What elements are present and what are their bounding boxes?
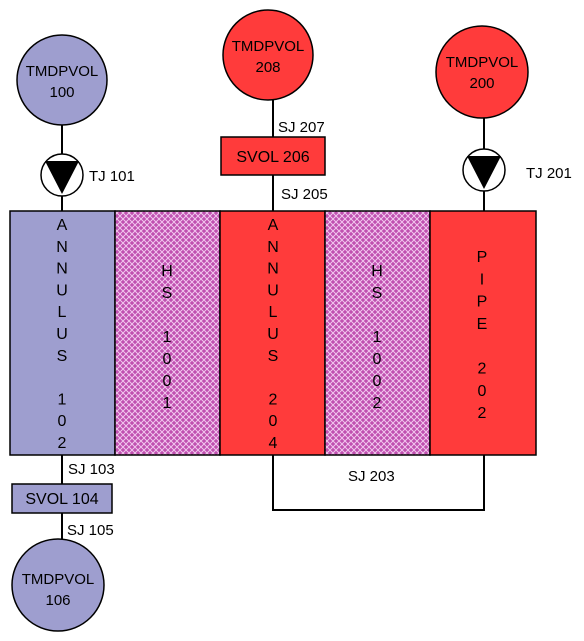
pump-icon — [462, 148, 506, 192]
hs-1002-block — [324, 210, 431, 456]
svol-206-label: SVOL 206 — [236, 149, 309, 166]
core-block — [9, 210, 537, 456]
pipe_202-char: P — [477, 249, 488, 266]
tmdpvol-106-number: 106 — [45, 592, 70, 609]
tmdpvol-100-node: TMDPVOL 100 — [16, 34, 108, 126]
annulus_204-char: N — [267, 239, 279, 256]
hs_1002-char: H — [371, 263, 383, 280]
hs_1001-char: H — [161, 263, 173, 280]
annulus_102-char: L — [58, 304, 67, 321]
annulus_102-char: 0 — [58, 413, 67, 430]
tmdpvol-106-title: TMDPVOL — [22, 571, 95, 588]
tmdpvol-100-number: 100 — [49, 84, 74, 101]
sj-205-label: SJ 205 — [281, 186, 328, 203]
sj-203-label: SJ 203 — [348, 468, 395, 485]
annulus_102-char — [60, 370, 64, 387]
pipe-202-block — [429, 210, 537, 456]
annulus-102-block — [9, 210, 116, 456]
annulus_204-char: U — [267, 326, 279, 343]
hs_1001-char — [165, 307, 169, 324]
annulus_204-char: U — [267, 282, 279, 299]
tmdpvol-200-number: 200 — [469, 75, 494, 92]
annulus_204-char — [271, 370, 275, 387]
line-sj203-loop — [272, 455, 485, 511]
pipe_202-char: E — [477, 316, 488, 333]
sj-207-label: SJ 207 — [278, 119, 325, 136]
annulus_204-char: 0 — [269, 413, 278, 430]
annulus_204-char: S — [268, 348, 279, 365]
pump-icon — [40, 153, 84, 197]
annulus_102-char: S — [57, 348, 68, 365]
pipe_202-char: 2 — [478, 405, 487, 422]
hs_1002-char: 0 — [373, 373, 382, 390]
sj-105-label: SJ 105 — [67, 522, 114, 539]
hs_1002-char: 0 — [373, 351, 382, 368]
annulus_204-char: A — [268, 217, 279, 234]
hs_1002-char: 2 — [373, 395, 382, 412]
tj-101-label: TJ 101 — [89, 168, 135, 185]
tmdpvol-106-node: TMDPVOL 106 — [11, 538, 105, 632]
annulus_204-char: N — [267, 261, 279, 278]
pipe_202-char: P — [477, 294, 488, 311]
hs_1001-char: 0 — [163, 351, 172, 368]
annulus_102-char: A — [57, 217, 68, 234]
annulus-204-block — [219, 210, 326, 456]
svol-104-label: SVOL 104 — [25, 491, 98, 508]
tmdpvol-200-title: TMDPVOL — [446, 54, 519, 71]
pipe_202-char: 2 — [478, 361, 487, 378]
hs_1001-char: 0 — [163, 373, 172, 390]
tmdpvol-200-node: TMDPVOL 200 — [435, 25, 529, 119]
annulus_102-char: N — [56, 261, 68, 278]
hs_1002-char — [375, 307, 379, 324]
annulus_102-char: U — [56, 326, 68, 343]
hs_1001-char: S — [162, 285, 173, 302]
annulus_102-char: 1 — [58, 391, 67, 408]
hs-1001-block — [114, 210, 221, 456]
svol-104-box: SVOL 104 — [11, 483, 113, 514]
hs_1001-char: 1 — [163, 395, 172, 412]
pipe_202-char: 0 — [478, 383, 487, 400]
annulus_204-char: 4 — [269, 435, 278, 452]
hs_1002-char: S — [372, 285, 383, 302]
hs_1002-char: 1 — [373, 329, 382, 346]
sj-103-label: SJ 103 — [68, 461, 115, 478]
svol-206-box: SVOL 206 — [220, 136, 326, 176]
tmdpvol-100-title: TMDPVOL — [26, 63, 99, 80]
pipe_202-char — [480, 338, 484, 355]
tmdpvol-208-number: 208 — [255, 59, 280, 76]
tmdpvol-208-title: TMDPVOL — [232, 38, 305, 55]
pipe_202-char: I — [480, 271, 484, 288]
annulus_102-char: 2 — [58, 435, 67, 452]
tj-201-label: TJ 201 — [526, 165, 572, 182]
tmdpvol-208-node: TMDPVOL 208 — [222, 9, 314, 101]
annulus_102-char: U — [56, 282, 68, 299]
annulus_204-char: L — [269, 304, 278, 321]
annulus_204-char: 2 — [269, 391, 278, 408]
annulus_102-char: N — [56, 239, 68, 256]
hs_1001-char: 1 — [163, 329, 172, 346]
